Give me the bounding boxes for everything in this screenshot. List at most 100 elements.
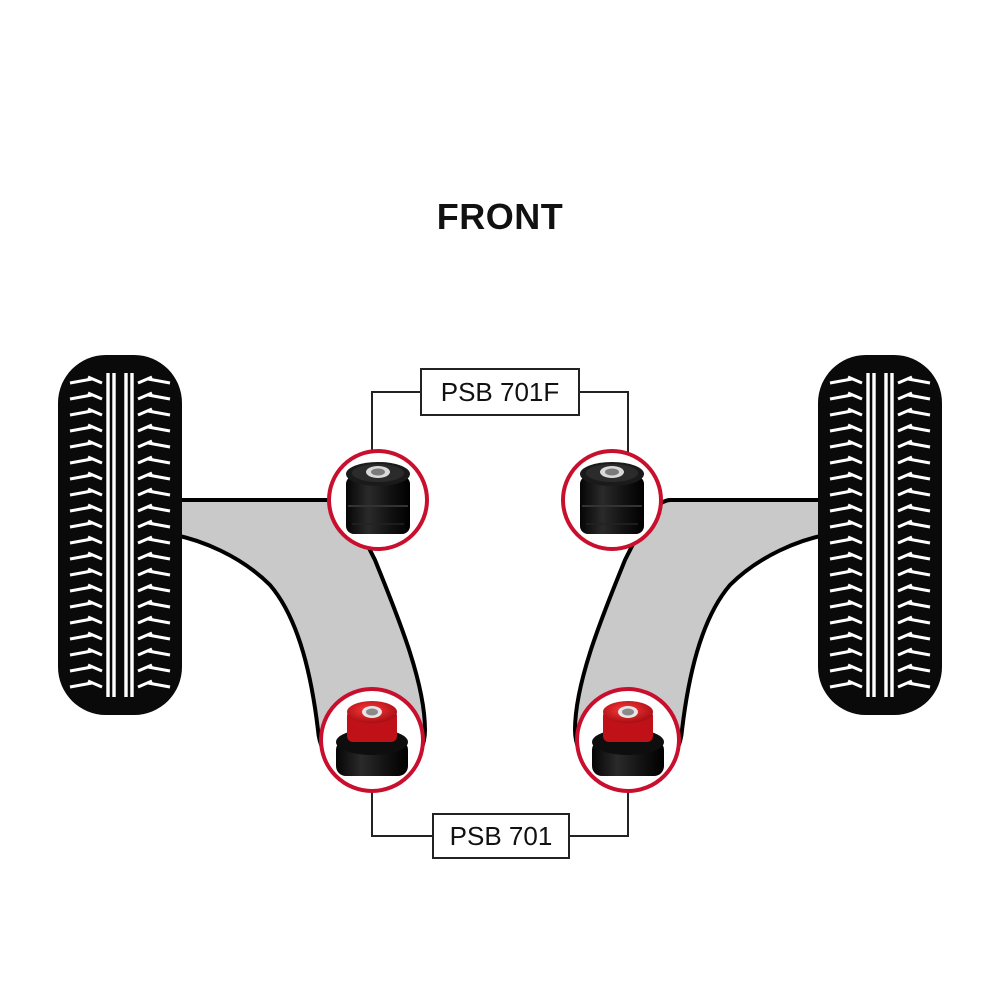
- tread-mark: [907, 601, 931, 609]
- tread-mark: [137, 439, 153, 449]
- tread-mark: [907, 681, 931, 689]
- tread-mark: [69, 521, 93, 529]
- tread-mark: [829, 441, 853, 449]
- tread-mark: [829, 377, 853, 385]
- tread-mark: [87, 423, 103, 433]
- tread-mark: [897, 375, 913, 385]
- tyre-tread-marks: [829, 375, 931, 689]
- tyre-tread: [106, 373, 134, 697]
- tread-mark: [897, 551, 913, 561]
- tread-mark: [87, 455, 103, 465]
- tread-mark: [829, 649, 853, 657]
- tread-mark: [137, 455, 153, 465]
- tread-mark: [137, 471, 153, 481]
- tread-mark: [907, 585, 931, 593]
- tread-mark: [847, 567, 863, 577]
- tread-mark: [87, 663, 103, 673]
- tread-mark: [829, 601, 853, 609]
- tread-mark: [847, 407, 863, 417]
- tread-mark: [147, 521, 171, 529]
- tread-mark: [829, 457, 853, 465]
- tread-mark: [907, 489, 931, 497]
- tread-mark: [147, 617, 171, 625]
- tread-mark: [87, 375, 103, 385]
- tread-mark: [847, 551, 863, 561]
- tread-mark: [897, 439, 913, 449]
- tread-mark: [87, 487, 103, 497]
- tread-mark: [69, 601, 93, 609]
- right-tyre: [818, 355, 942, 715]
- tread-mark: [147, 441, 171, 449]
- tread-mark: [137, 679, 153, 689]
- tread-mark: [897, 503, 913, 513]
- tread-mark: [847, 503, 863, 513]
- tread-mark: [829, 537, 853, 545]
- tread-mark: [897, 631, 913, 641]
- tread-mark: [69, 409, 93, 417]
- tread-mark: [147, 553, 171, 561]
- tread-mark: [87, 519, 103, 529]
- tread-mark: [137, 535, 153, 545]
- tread-mark: [147, 585, 171, 593]
- tread-mark: [137, 599, 153, 609]
- tread-mark: [69, 569, 93, 577]
- tread-mark: [69, 457, 93, 465]
- tread-mark: [137, 375, 153, 385]
- tread-mark: [907, 425, 931, 433]
- upper-part-code-label: PSB 701F: [420, 368, 580, 416]
- tread-mark: [829, 585, 853, 593]
- tread-mark: [907, 393, 931, 401]
- tread-mark: [897, 487, 913, 497]
- tread-mark: [847, 679, 863, 689]
- tread-mark: [87, 391, 103, 401]
- tread-mark: [847, 471, 863, 481]
- upper-left-bush: [327, 449, 429, 551]
- tread-mark: [87, 439, 103, 449]
- tread-mark: [897, 583, 913, 593]
- lower-left-bush: [319, 687, 425, 793]
- tread-mark: [847, 487, 863, 497]
- tread-mark: [137, 407, 153, 417]
- tread-mark: [137, 487, 153, 497]
- upper-connector-line: [580, 391, 629, 470]
- tread-mark: [907, 441, 931, 449]
- tread-mark: [897, 647, 913, 657]
- tread-mark: [829, 425, 853, 433]
- lower-part-code-label: PSB 701: [432, 813, 570, 859]
- tread-mark: [69, 585, 93, 593]
- upper-right-bush: [561, 449, 663, 551]
- tread-mark: [137, 631, 153, 641]
- tread-mark: [847, 439, 863, 449]
- tread-mark: [137, 567, 153, 577]
- tread-mark: [147, 569, 171, 577]
- tread-mark: [897, 599, 913, 609]
- tread-mark: [829, 521, 853, 529]
- tread-mark: [829, 665, 853, 673]
- tread-mark: [147, 457, 171, 465]
- tread-mark: [829, 473, 853, 481]
- tread-mark: [897, 423, 913, 433]
- tread-mark: [147, 409, 171, 417]
- tread-mark: [147, 649, 171, 657]
- tread-mark: [87, 535, 103, 545]
- tread-mark: [829, 489, 853, 497]
- diagram-title: FRONT: [436, 196, 564, 237]
- tread-mark: [87, 471, 103, 481]
- tread-mark: [87, 583, 103, 593]
- tread-mark: [87, 631, 103, 641]
- tread-mark: [847, 599, 863, 609]
- tread-mark: [847, 583, 863, 593]
- upper-connector-line: [371, 391, 420, 470]
- tread-mark: [137, 551, 153, 561]
- tread-mark: [137, 663, 153, 673]
- tread-mark: [907, 537, 931, 545]
- tread-mark: [137, 615, 153, 625]
- tread-mark: [907, 473, 931, 481]
- tread-mark: [897, 471, 913, 481]
- tread-mark: [897, 663, 913, 673]
- tread-mark: [87, 599, 103, 609]
- tread-mark: [147, 473, 171, 481]
- tyre-tread-marks: [69, 375, 171, 689]
- tread-mark: [147, 537, 171, 545]
